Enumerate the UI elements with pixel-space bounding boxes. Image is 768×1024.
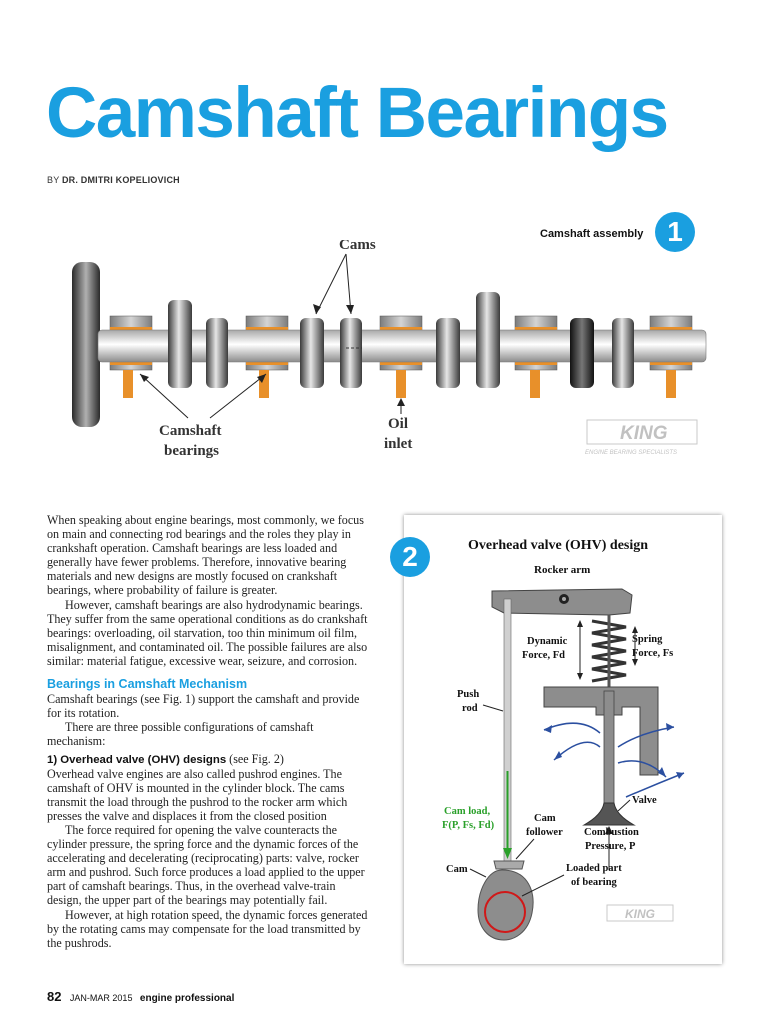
- label-bearings: bearings: [164, 443, 219, 459]
- cam-lobe-2: [206, 318, 228, 388]
- article-title: Camshaft Bearings: [46, 74, 669, 153]
- label-camshaft: Camshaft: [159, 423, 222, 439]
- paragraph: Overhead valve engines are also called p…: [47, 766, 348, 823]
- cam-lobe-4: [340, 318, 362, 388]
- king-logo-small-text: KING: [625, 907, 655, 921]
- article-body: When speaking about engine bearings, mos…: [47, 513, 371, 950]
- subheading-reference: (see Fig. 2): [226, 751, 284, 766]
- figure2-number-badge: 2: [390, 537, 430, 577]
- label-loaded-part-1: Loaded part: [566, 863, 622, 874]
- magazine-name: engine professional: [139, 993, 235, 1004]
- ohv-design-figure: Overhead valve (OHV) design Rocker arm P…: [404, 515, 722, 964]
- byline: BY DR. DMITRI KOPELIOVICH: [47, 175, 180, 185]
- cylinder-head: [543, 686, 659, 776]
- label-cam-follower-1: Cam: [534, 813, 556, 824]
- label-cams: Cams: [339, 240, 376, 253]
- label-cam-load-2: F(P, Fs, Fd): [442, 820, 495, 831]
- label-oil: Oil: [388, 416, 408, 432]
- valve-spring: [591, 619, 627, 683]
- valve: [582, 802, 636, 826]
- cam-gear: [72, 262, 100, 427]
- label-cam: Cam: [446, 864, 468, 875]
- paragraph: Camshaft bearings (see Fig. 1) support t…: [47, 692, 360, 721]
- paragraph: The force required for opening the valve…: [47, 822, 365, 908]
- cam-lobe-8: [612, 318, 634, 388]
- paragraph: However, camshaft bearings are also hydr…: [47, 597, 368, 668]
- label-spring-force-2: Force, Fs: [632, 648, 673, 659]
- king-logo-text: KING: [620, 423, 668, 444]
- king-logo-tagline: ENGINE BEARING SPECIALISTS: [585, 450, 677, 456]
- subheading: 1) Overhead valve (OHV) designs: [47, 753, 227, 766]
- king-logo-small: KING: [606, 904, 674, 922]
- label-spring-force-1: Spring: [632, 634, 663, 645]
- byline-author: DR. DMITRI KOPELIOVICH: [61, 175, 180, 185]
- paragraph: When speaking about engine bearings, mos…: [47, 513, 364, 598]
- figure1-number-badge: 1: [655, 212, 695, 252]
- cam-lobe-3: [300, 318, 324, 388]
- byline-prefix: BY: [47, 175, 60, 185]
- label-valve: Valve: [632, 795, 657, 806]
- label-push-rod-2: rod: [462, 703, 478, 714]
- label-combustion-1: Combustion: [584, 827, 639, 838]
- figure1-caption: Camshaft assembly: [540, 228, 644, 240]
- subheading-row: 1) Overhead valve (OHV) designs (see Fig…: [47, 752, 371, 767]
- king-logo: KING ENGINE BEARING SPECIALISTS: [585, 419, 698, 456]
- section-heading: Bearings in Camshaft Mechanism: [47, 677, 248, 692]
- label-inlet: inlet: [384, 436, 412, 452]
- cam-lobe: [477, 869, 534, 941]
- issue-date: JAN-MAR 2015: [69, 993, 133, 1003]
- paragraph: There are three possible configurations …: [47, 720, 314, 749]
- label-push-rod-1: Push: [457, 689, 479, 700]
- page-footer: 82 JAN-MAR 2015 engine professional: [47, 988, 234, 1006]
- page-number: 82: [47, 989, 62, 1004]
- cam-lobe-6: [476, 292, 500, 388]
- cam-lobe-7: [570, 318, 594, 388]
- ohv-diagram: Overhead valve (OHV) design Rocker arm P…: [442, 538, 685, 941]
- cam-lobe-1: [168, 300, 192, 388]
- cam-follower: [493, 860, 525, 870]
- label-dynamic-force-1: Dynamic: [527, 636, 568, 647]
- camshaft-assembly-figure: Cams Camshaft bearings Oil inlet KING EN…: [72, 240, 707, 459]
- cam-lobe-5: [436, 318, 460, 388]
- label-cam-follower-2: follower: [526, 827, 563, 838]
- label-rocker-arm: Rocker arm: [534, 564, 590, 576]
- label-loaded-part-2: of bearing: [571, 877, 618, 888]
- label-combustion-2: Pressure, P: [585, 841, 636, 852]
- camshaft: [97, 329, 707, 363]
- paragraph: However, at high rotation speed, the dyn…: [47, 907, 368, 950]
- label-dynamic-force-2: Force, Fd: [522, 650, 565, 661]
- label-cam-load-1: Cam load,: [444, 806, 490, 817]
- figure2-title: Overhead valve (OHV) design: [468, 538, 648, 553]
